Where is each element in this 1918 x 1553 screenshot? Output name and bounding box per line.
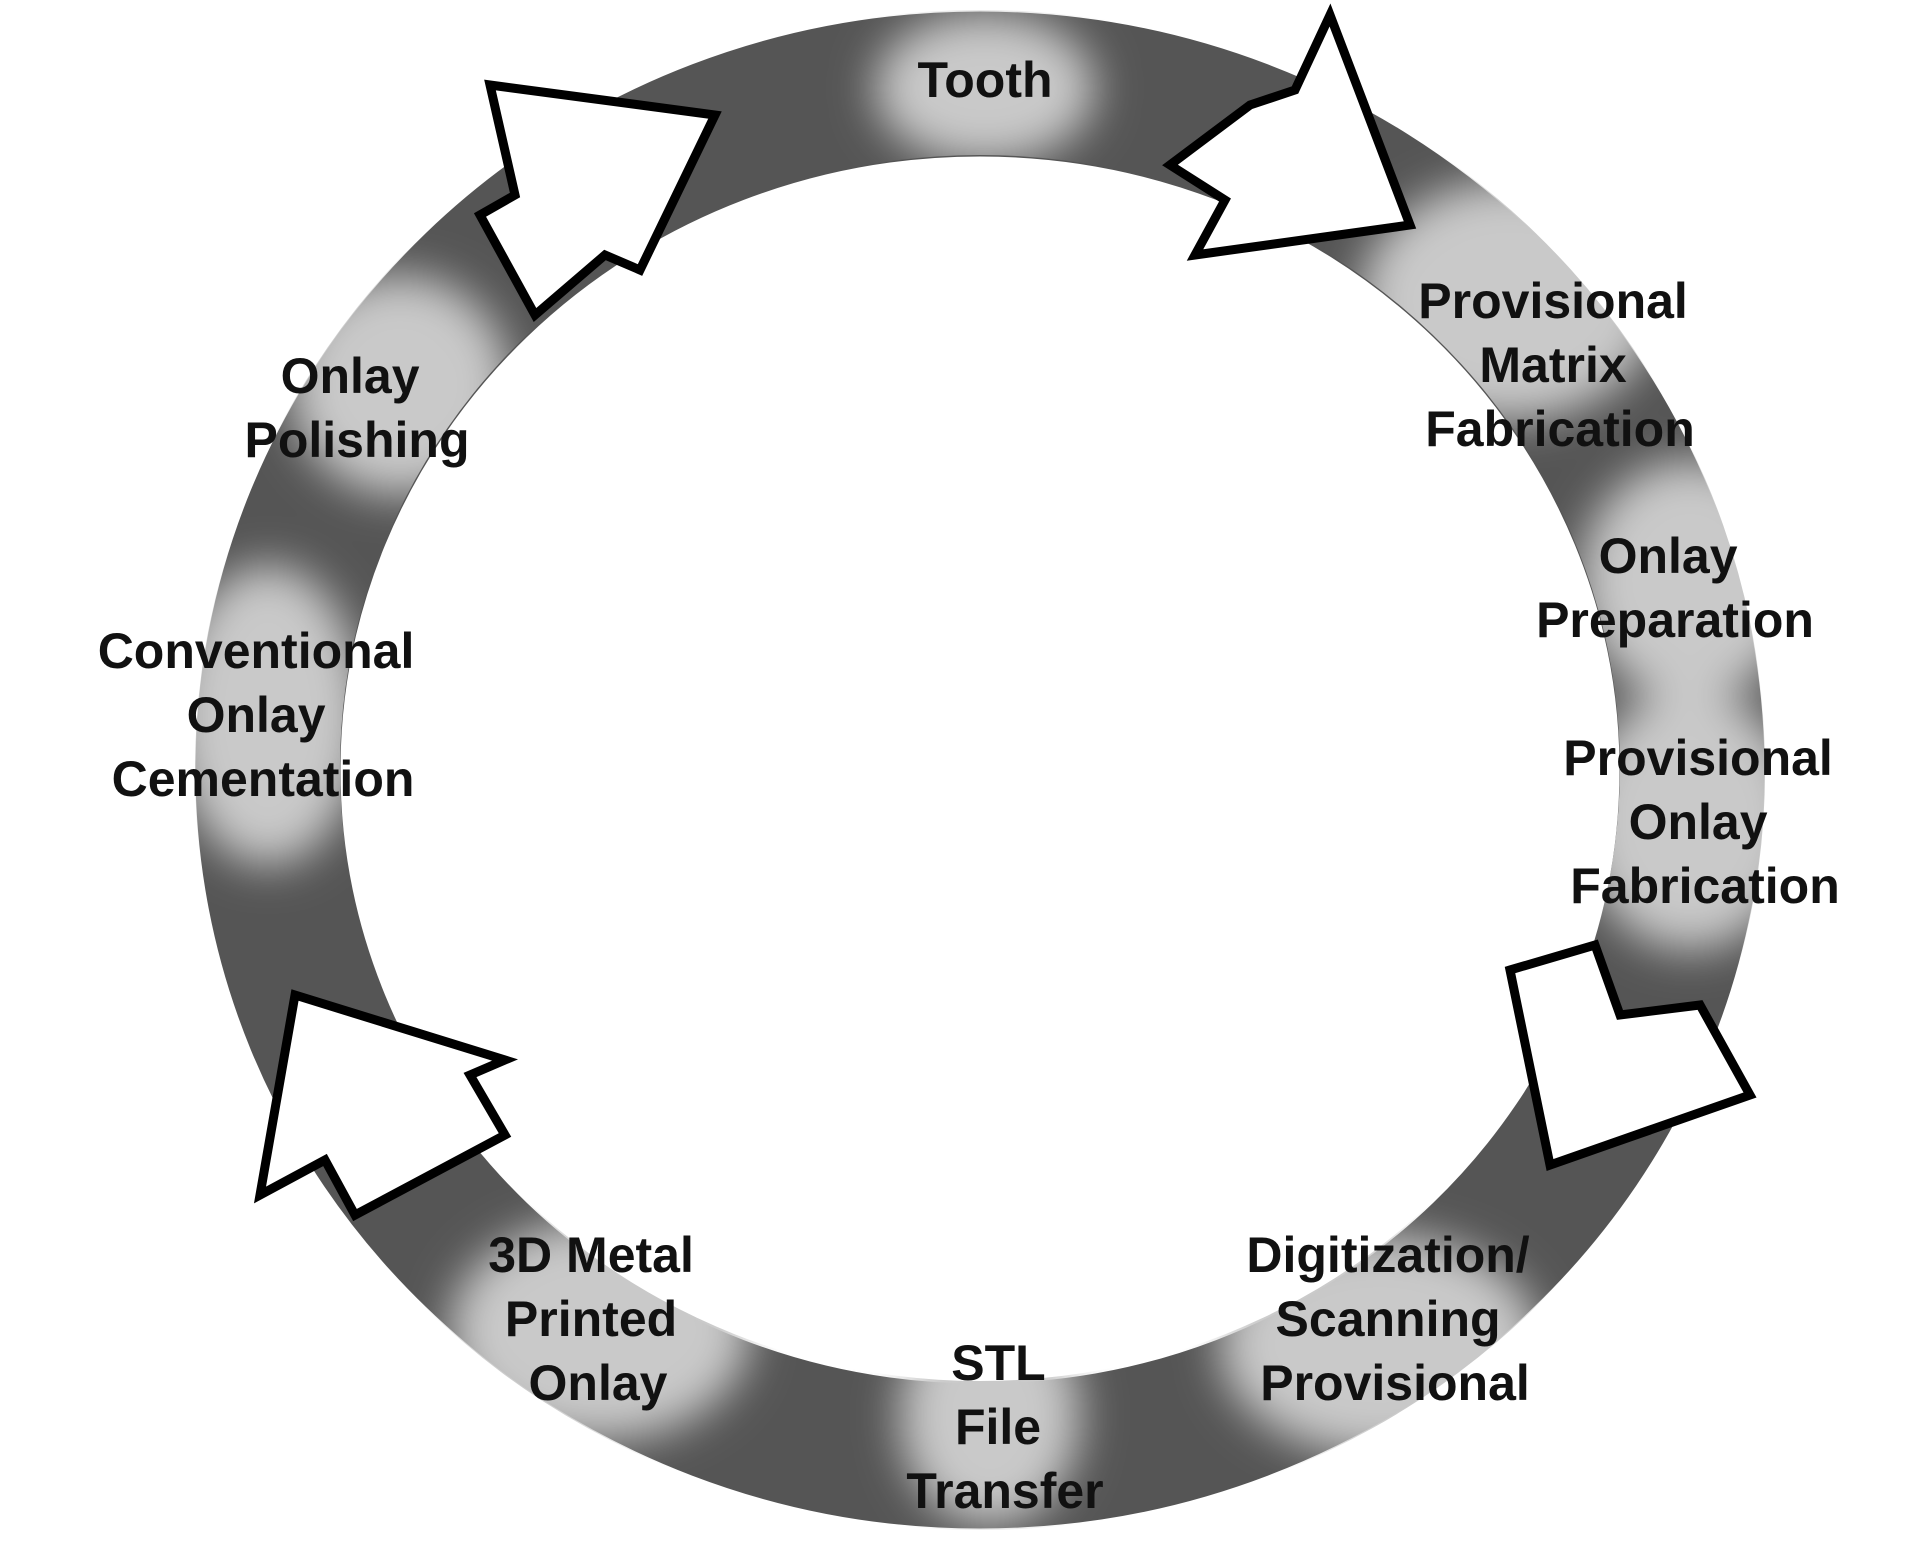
arrow-top-left-icon [473, 79, 722, 323]
step-label-conventional-onlay-cementation: Conventional Onlay Cementation [98, 623, 429, 807]
step-label-3d-metal-printed-onlay: 3D Metal Printed Onlay [488, 1227, 708, 1411]
step-label-onlay-polishing: Onlay Polishing [245, 348, 470, 468]
arrow-right-icon [1504, 939, 1757, 1171]
step-label-onlay-preparation: Onlay Preparation [1536, 528, 1814, 648]
arrow-bottom-left-icon [253, 989, 519, 1222]
arrow-top-right-icon [1162, 3, 1417, 261]
step-label-provisional-onlay-fabrication: Provisional Onlay Fabrication [1563, 730, 1846, 914]
highlight-cementation [195, 565, 363, 865]
highlight-provisional-onlay [1580, 690, 1766, 950]
step-label-stl-file-transfer: STL File Transfer [906, 1335, 1103, 1519]
step-label-tooth: Tooth [917, 52, 1052, 108]
step-label-provisional-matrix-fabrication: Provisional Matrix Fabrication [1418, 273, 1701, 457]
highlight-tooth [875, 13, 1095, 163]
step-label-digitization-scanning-provisional: Digitization/ Scanning Provisional [1246, 1227, 1543, 1411]
